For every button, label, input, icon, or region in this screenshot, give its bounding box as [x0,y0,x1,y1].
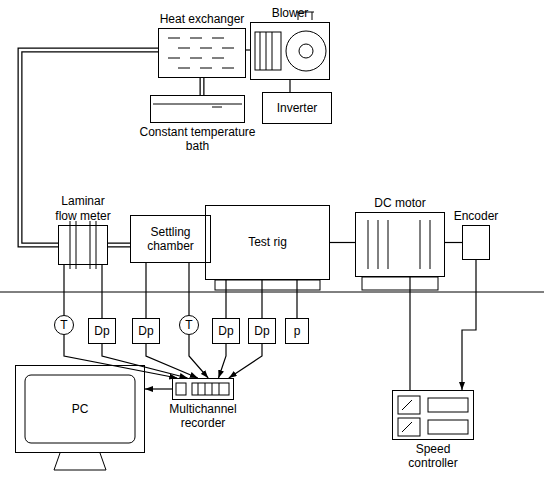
signal-line [64,265,65,315]
node-label: Dp [138,324,153,338]
connector-line [200,78,205,95]
signal-line [189,335,208,378]
signal-line [297,280,298,318]
node-label: Dp [254,324,269,338]
flow-meter-flanges [70,221,96,269]
connector-line [330,242,355,243]
pressure-transducer: Dp [88,318,116,344]
connector-line [108,243,130,248]
node-label: T [60,318,67,332]
part-label: Constant temperature bath [133,125,263,154]
floor-line [0,292,544,293]
connector-line [289,80,290,92]
blower-fan [255,12,326,71]
bath-water [153,104,242,107]
connector-line [445,242,462,243]
pressure-transducer: Dp [132,318,160,344]
temperature-sensor: T [179,315,199,335]
signal-line [145,389,172,390]
signal-line [262,280,263,318]
pipe-bore [201,78,204,95]
connector-line [101,265,102,318]
signal-line [330,242,355,243]
connector-line [189,335,208,378]
connector-line [219,344,227,378]
part-label: Speed controller [398,442,468,471]
pressure-gauge: p [285,318,309,344]
node-label: Test rig [248,235,287,249]
signal-line [146,344,198,378]
part-label: Encoder [454,209,499,223]
part-label: Heat exchanger [160,12,245,26]
node-label: Dp [218,324,233,338]
heat-exchanger: Heat exchanger [158,28,246,78]
signal-line [226,280,227,318]
constant-temperature-bath: Constant temperature bath [150,95,245,123]
recorder-detail [176,383,229,395]
laminar-flow-meter: Laminar flow meter [58,225,108,265]
monitor-detail [25,375,135,470]
inverter: Inverter [262,92,332,124]
pressure-transducer: Dp [212,318,240,344]
connector-line [225,280,226,318]
connector-line [462,260,476,390]
connector-line [296,280,297,318]
pipe [108,245,130,246]
blower: Blower [250,22,330,80]
node-label: Settling chamber [131,225,210,254]
test-rig-base [215,280,320,290]
signal-line [462,260,476,390]
part-label: Blower [272,6,309,20]
connector-line [146,344,198,378]
node-label: T [185,318,192,332]
speed-controller: Speed controller [392,390,474,440]
connector-line [145,263,146,318]
signal-line [229,344,262,378]
controller-detail [398,396,468,436]
settling-chamber: Settling chamber [130,215,211,263]
part-label: DC motor [374,196,425,210]
connector-line [63,265,64,315]
test-rig: Test rig [205,205,330,280]
connector-line [188,263,189,315]
connector-line [409,277,410,390]
temperature-sensor: T [54,315,74,335]
pc-monitor: PC [15,365,145,453]
dc-motor: DC motor [355,212,445,277]
connector-line [261,280,262,318]
pipe [202,78,203,95]
node-label: Dp [94,324,109,338]
signal-line [219,344,227,378]
signal-line [102,265,103,318]
signal-line [146,263,147,318]
node-label: p [294,324,301,338]
signal-line [189,263,190,315]
motor-fins [362,220,438,290]
heat-exchanger-fins [168,38,234,68]
multichannel-recorder: Multichannel recorder [172,378,234,400]
signal-line [290,80,291,92]
signal-line [445,242,462,243]
signal-line [410,277,411,390]
part-label: Multichannel recorder [163,402,243,431]
encoder: Encoder [462,225,490,260]
pressure-transducer: Dp [248,318,276,344]
node-label: PC [72,402,89,416]
connector-line [145,388,172,389]
connector-line [229,344,262,378]
node-label: Inverter [277,101,318,115]
part-label: Laminar flow meter [50,194,116,223]
pipe-bore [108,244,130,247]
